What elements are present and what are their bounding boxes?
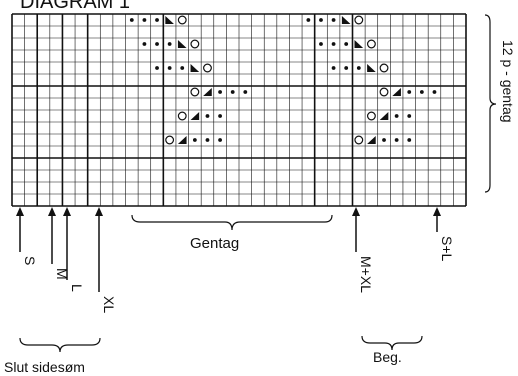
chart-symbols (129, 15, 437, 145)
dot-symbol (180, 66, 185, 70)
dot-symbol (205, 138, 210, 142)
dot-symbol (230, 90, 235, 94)
slut-sidesom-label: Slut sidesøm (4, 359, 85, 375)
right-triangle-symbol (203, 88, 212, 96)
right-triangle-symbol (367, 136, 376, 144)
circle-symbol (190, 39, 200, 49)
dot-symbol (306, 18, 311, 22)
right-triangle-symbol (392, 88, 401, 96)
dot-symbol (142, 18, 147, 22)
circle-symbol (354, 135, 364, 145)
dot-symbol (155, 42, 159, 46)
dot-symbol (155, 18, 159, 22)
dot-symbol (432, 90, 437, 94)
dot-symbol (344, 42, 349, 46)
circle-symbol (366, 111, 376, 121)
size-marker-l: L (63, 207, 85, 292)
right-triangle-symbol (177, 136, 187, 144)
size-label-m-xl: M+XL (358, 256, 374, 293)
size-marker-s-l: S+L (433, 207, 455, 262)
dot-symbol (218, 114, 222, 118)
size-label-m: M (54, 268, 70, 280)
circle-symbol (354, 15, 364, 25)
diagram-title: DIAGRAM 1 (20, 0, 130, 13)
dot-symbol (356, 66, 361, 70)
dot-symbol (344, 66, 349, 70)
dot-symbol (142, 42, 147, 46)
dot-symbol (407, 90, 412, 94)
right-triangle-symbol (190, 112, 200, 120)
dot-symbol (319, 18, 323, 22)
circle-symbol (177, 111, 187, 121)
left-triangle-symbol (165, 16, 174, 24)
circle-symbol (165, 135, 175, 145)
circle-symbol (190, 87, 200, 97)
circle-symbol (366, 39, 376, 49)
chart-grid (11, 13, 467, 207)
dot-symbol (192, 138, 197, 142)
dot-symbol (218, 90, 222, 94)
beg-bracket (361, 335, 423, 351)
dot-symbol (218, 138, 222, 142)
size-marker-m: M (48, 207, 70, 280)
dot-symbol (319, 42, 323, 46)
dot-symbol (331, 66, 336, 70)
left-triangle-symbol (354, 40, 364, 48)
right-triangle-symbol (379, 112, 389, 120)
dot-symbol (155, 66, 159, 70)
dot-symbol (243, 90, 248, 94)
dot-symbol (167, 66, 172, 70)
size-marker-s: S (16, 207, 38, 265)
size-marker-m-xl: M+XL (352, 207, 374, 293)
dot-symbol (205, 114, 210, 118)
dot-symbol (331, 42, 336, 46)
circle-symbol (203, 63, 212, 73)
circle-symbol (379, 63, 389, 73)
dot-symbol (419, 90, 424, 94)
left-triangle-symbol (190, 64, 200, 72)
repeat-side-label: 12 p - gentag (500, 40, 516, 123)
left-triangle-symbol (367, 64, 376, 72)
circle-symbol (177, 15, 187, 25)
dot-symbol (382, 138, 386, 142)
dot-symbol (167, 42, 172, 46)
slut-sidesom-bracket (19, 337, 101, 353)
dot-symbol (407, 114, 412, 118)
left-triangle-symbol (177, 40, 187, 48)
circle-symbol (379, 87, 389, 97)
size-marker-xl: XL (95, 207, 117, 313)
dot-symbol (394, 114, 399, 118)
size-label-s: S (22, 256, 38, 265)
dot-symbol (394, 138, 399, 142)
dot-symbol (129, 18, 134, 22)
gentag-label: Gentag (190, 235, 239, 252)
size-label-s-l: S+L (439, 236, 455, 262)
repeat-side-bracket (484, 14, 497, 193)
dot-symbol (407, 138, 412, 142)
size-label-xl: XL (101, 296, 117, 313)
left-triangle-symbol (341, 16, 351, 24)
gentag-bracket (131, 214, 333, 231)
dot-symbol (331, 18, 336, 22)
beg-label: Beg. (373, 349, 402, 365)
size-label-l: L (69, 284, 85, 292)
